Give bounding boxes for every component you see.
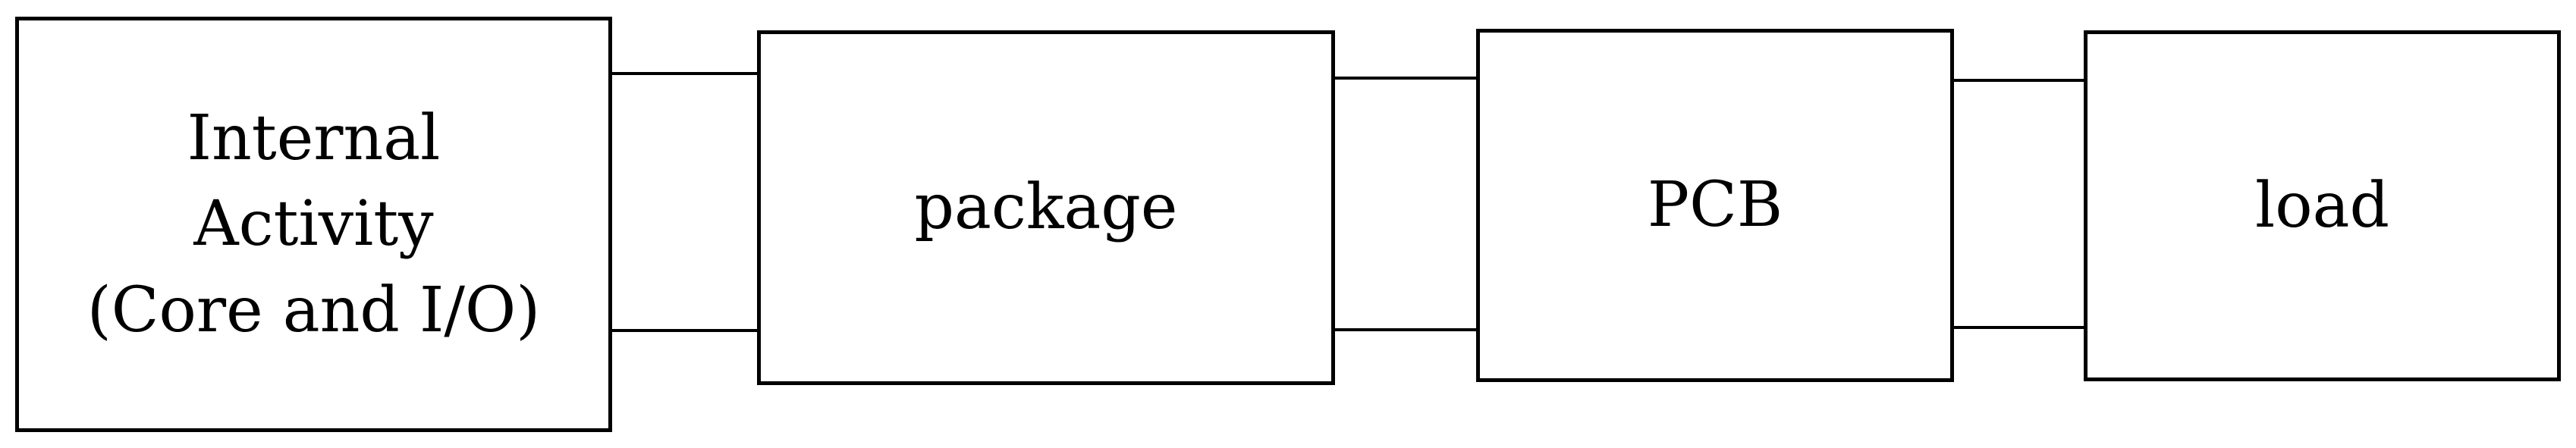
load-label: load <box>2255 169 2389 242</box>
connector-internal-package-bottom <box>612 329 757 332</box>
connector-pcb-load-bottom <box>1954 326 2084 329</box>
internal-activity-block: Internal Activity (Core and I/O) <box>15 17 612 432</box>
connector-package-pcb-top <box>1335 77 1476 80</box>
internal-activity-label: Internal Activity (Core and I/O) <box>87 96 540 352</box>
package-block: package <box>757 30 1335 385</box>
package-label: package <box>914 171 1178 244</box>
connector-internal-package-top <box>612 72 757 75</box>
pcb-label: PCB <box>1647 169 1783 242</box>
internal-activity-line-1: Internal <box>187 102 441 175</box>
load-block: load <box>2084 30 2561 381</box>
connector-package-pcb-bottom <box>1335 328 1476 331</box>
connector-pcb-load-top <box>1954 79 2084 82</box>
internal-activity-line-3: (Core and I/O) <box>86 274 541 346</box>
internal-activity-line-2: Activity <box>193 188 434 261</box>
pcb-block: PCB <box>1476 29 1954 382</box>
